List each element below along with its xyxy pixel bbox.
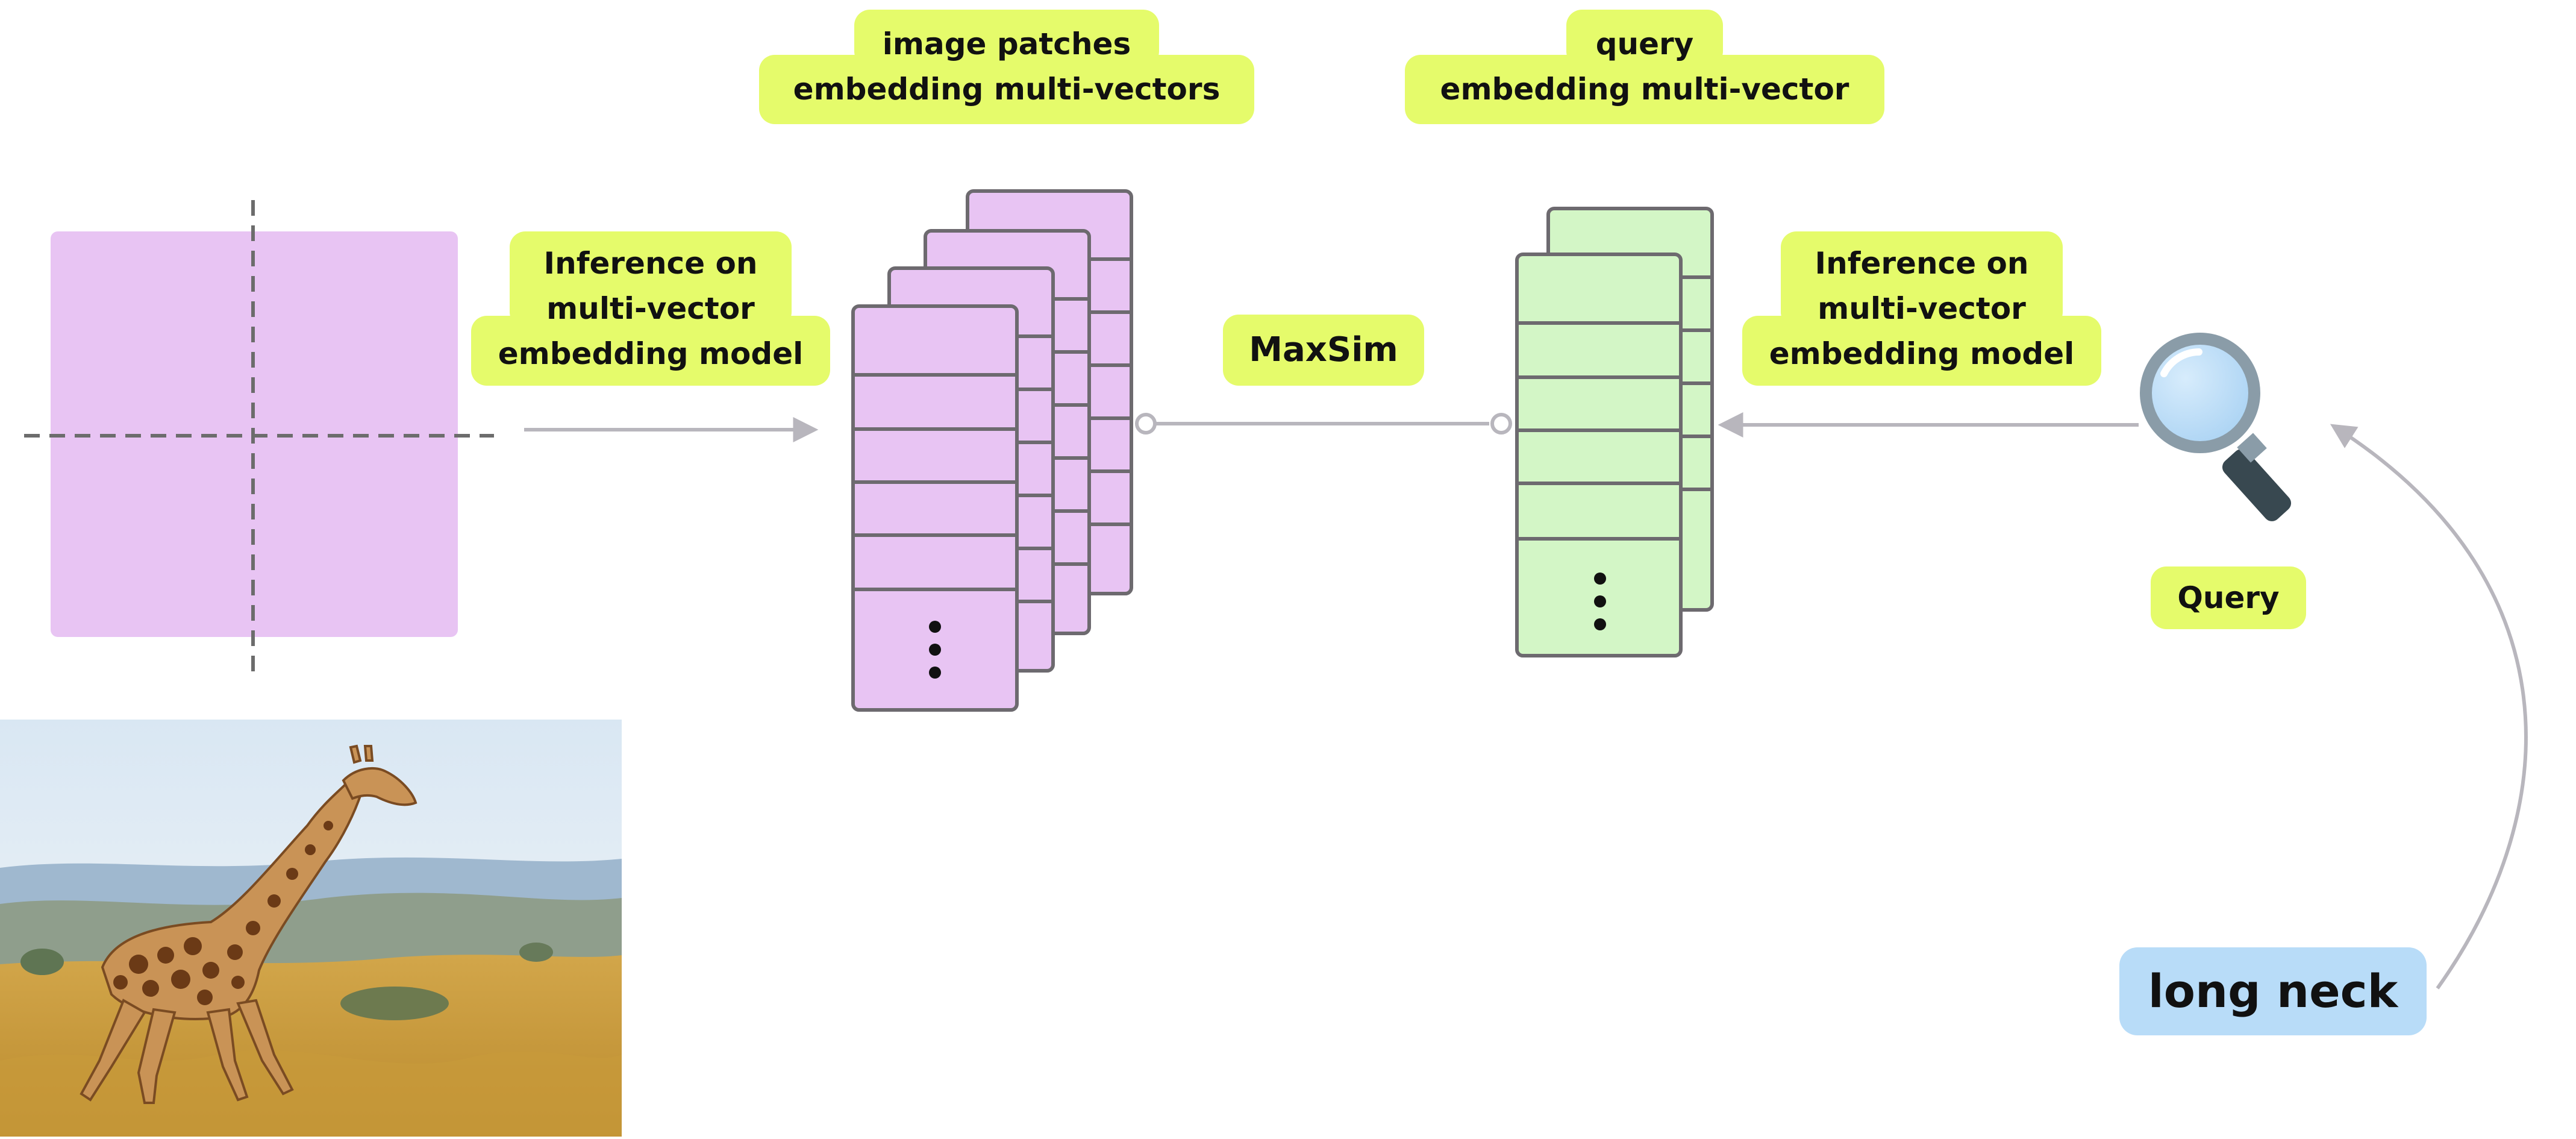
query-card-1 bbox=[1515, 253, 1683, 657]
inference-left-line-2: multi-vector bbox=[546, 291, 755, 326]
label-image-patches: image patches embedding multi-vectors bbox=[759, 10, 1254, 124]
arrow-text-to-query bbox=[2330, 424, 2528, 990]
image-patches-line-2: embedding multi-vectors bbox=[793, 72, 1221, 107]
label-maxsim: MaxSim bbox=[1223, 315, 1424, 386]
image-patch-embeddings-stack bbox=[851, 189, 1133, 712]
magnifier-icon bbox=[2140, 333, 2292, 521]
source-image-grid bbox=[24, 200, 494, 672]
image-patches-line-1: image patches bbox=[882, 27, 1131, 61]
label-query: Query bbox=[2151, 566, 2306, 629]
inference-left-line-3: embedding model bbox=[498, 336, 804, 371]
inference-right-line-3: embedding model bbox=[1769, 336, 2075, 371]
patch-card-1 bbox=[851, 304, 1019, 712]
maxsim-connector bbox=[1135, 413, 1512, 435]
inference-right-line-2: multi-vector bbox=[1818, 291, 2026, 326]
query-embedding-line-1: query bbox=[1595, 27, 1694, 61]
query-embeddings-stack bbox=[1515, 207, 1714, 657]
inference-left-line-1: Inference on bbox=[543, 246, 758, 281]
inference-right-line-1: Inference on bbox=[1815, 246, 2029, 281]
query-ellipsis bbox=[1594, 573, 1606, 630]
query-embedding-line-2: embedding multi-vector bbox=[1440, 72, 1849, 107]
giraffe-photo bbox=[0, 720, 622, 1137]
patch-ellipsis bbox=[929, 621, 941, 679]
label-inference-right: Inference on multi-vector embedding mode… bbox=[1742, 231, 2101, 386]
label-inference-left: Inference on multi-vector embedding mode… bbox=[471, 231, 830, 386]
label-query-embedding: query embedding multi-vector bbox=[1405, 10, 1884, 124]
query-text-long-neck: long neck bbox=[2119, 947, 2427, 1035]
